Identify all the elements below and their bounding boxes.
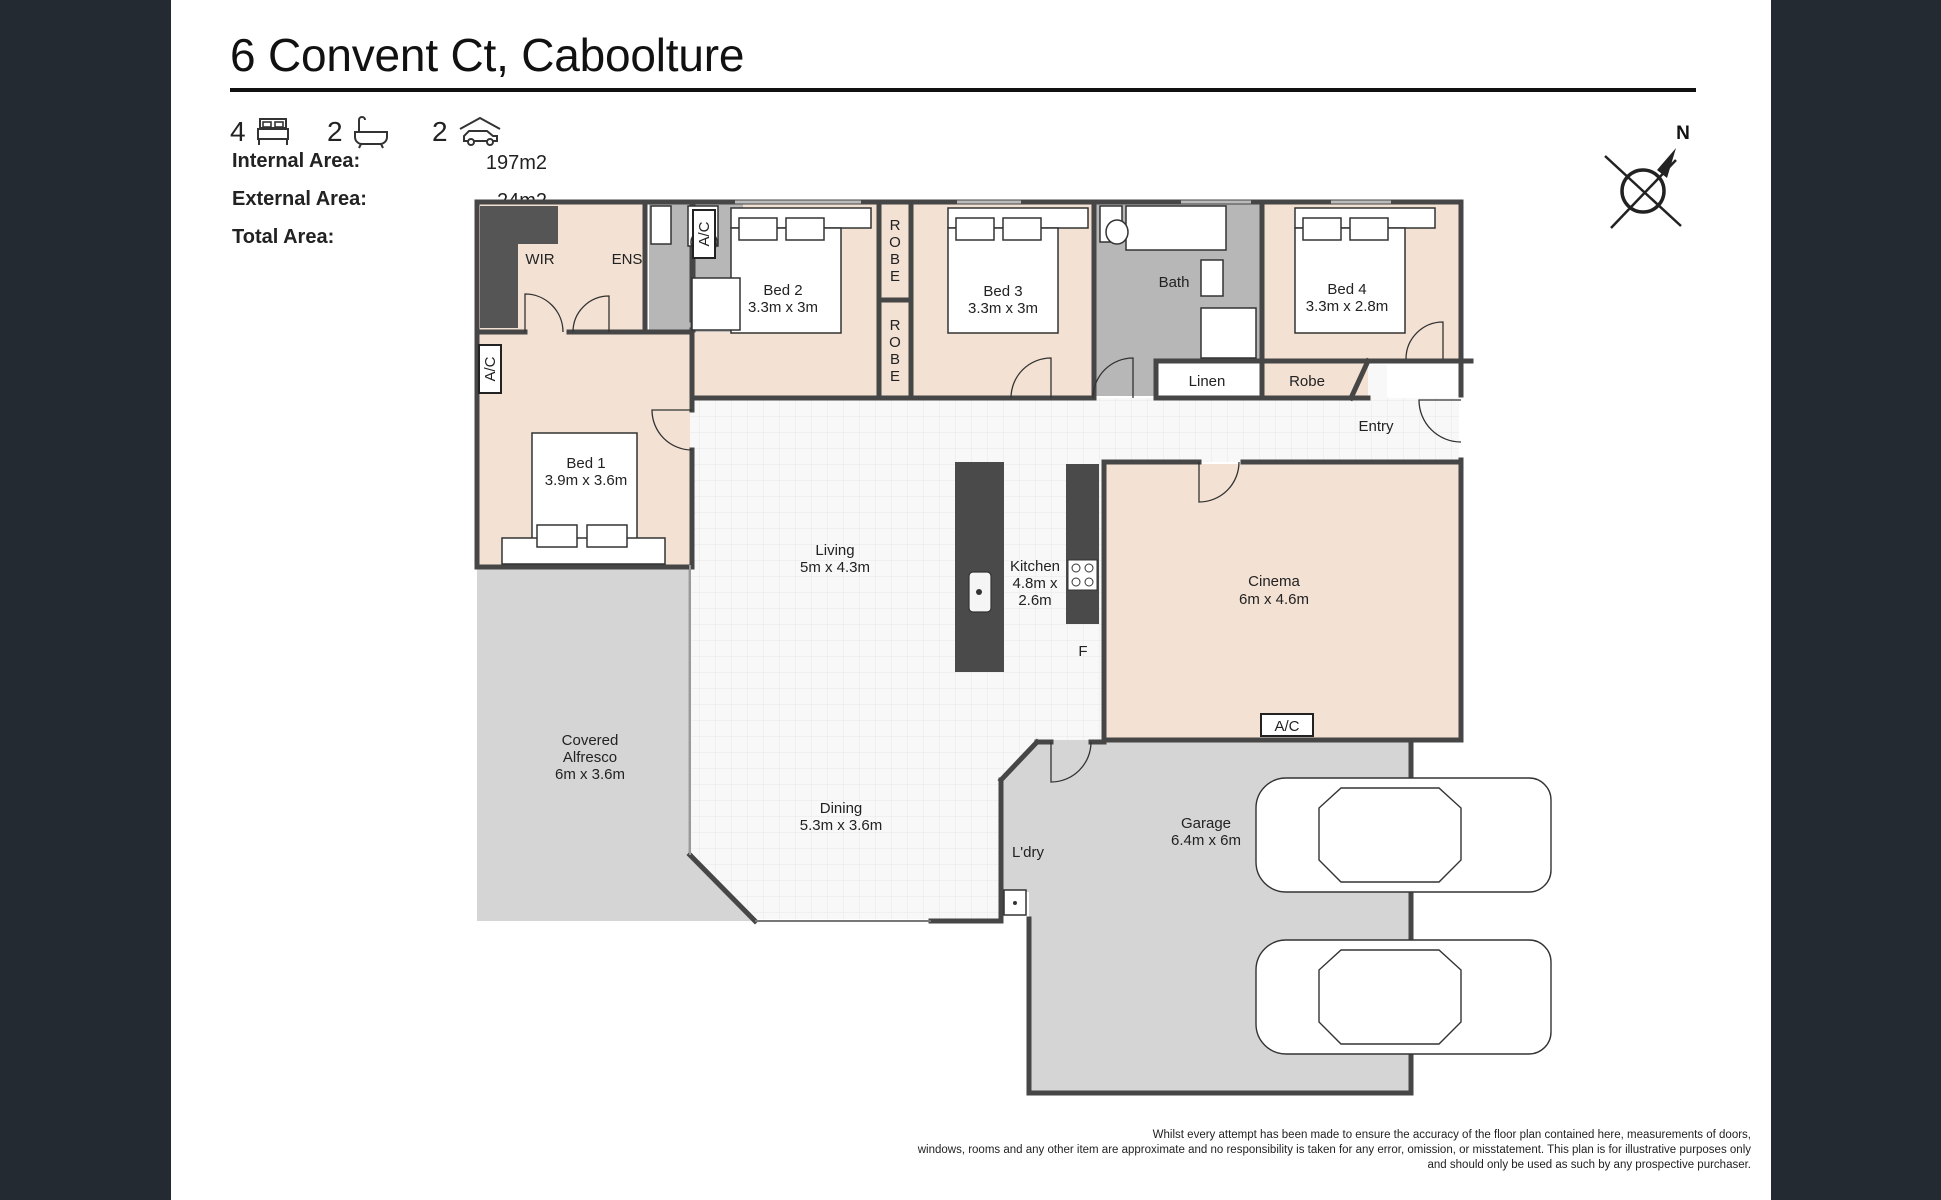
title-rule bbox=[230, 88, 1696, 92]
internal-area-label: Internal Area: bbox=[232, 150, 361, 172]
ac-unit-2: A/C bbox=[478, 344, 502, 394]
living-size: 5m x 4.3m bbox=[800, 559, 870, 576]
bed4-label: Bed 4 bbox=[1327, 281, 1366, 298]
bedroom-count: 4 bbox=[230, 112, 290, 152]
ens-label: ENS bbox=[612, 251, 643, 268]
bath-icon bbox=[353, 116, 388, 149]
bathroom-count-value: 2 bbox=[327, 116, 343, 147]
floor-plan-sheet: 6 Convent Ct, Caboolture 4 2 2 bbox=[171, 0, 1771, 1200]
garage-car-icon bbox=[459, 116, 501, 146]
cinema-size: 6m x 4.6m bbox=[1239, 591, 1309, 608]
dining-size: 5.3m x 3.6m bbox=[800, 817, 883, 834]
living-label: Living bbox=[815, 542, 854, 559]
internal-area-value: 197m2 bbox=[485, 152, 547, 174]
ac2-label: A/C bbox=[482, 356, 499, 381]
ac-unit-1: A/C bbox=[692, 209, 716, 259]
garage-label: Garage bbox=[1181, 815, 1231, 832]
garage-size: 6.4m x 6m bbox=[1171, 832, 1241, 849]
laundry-label: L'dry bbox=[1012, 844, 1045, 861]
floor-plan: N bbox=[474, 123, 1690, 1096]
page-title: 6 Convent Ct, Caboolture bbox=[230, 29, 745, 81]
disclaimer-line-1: Whilst every attempt has been made to en… bbox=[1152, 1129, 1751, 1141]
kitchen-island bbox=[955, 462, 1004, 672]
fridge-label: F bbox=[1078, 643, 1087, 660]
cinema-floor bbox=[1106, 464, 1459, 739]
compass-north-label: N bbox=[1676, 123, 1690, 144]
disclaimer: Whilst every attempt has been made to en… bbox=[731, 1128, 1751, 1173]
car-icon bbox=[1255, 777, 1552, 1055]
wir-label: WIR bbox=[525, 251, 554, 268]
kitchen-size-2: 2.6m bbox=[1018, 592, 1051, 609]
bed4-size: 3.3m x 2.8m bbox=[1306, 298, 1389, 315]
bed-icon bbox=[256, 118, 289, 145]
bed3-label: Bed 3 bbox=[983, 283, 1022, 300]
disclaimer-line-2: windows, rooms and any other item are ap… bbox=[917, 1144, 1751, 1156]
alfresco-size: 6m x 3.6m bbox=[555, 766, 625, 783]
garage-count: 2 bbox=[432, 112, 502, 152]
cinema-label: Cinema bbox=[1248, 573, 1300, 590]
kitchen-bench bbox=[1066, 464, 1099, 624]
living-dining-floor bbox=[690, 398, 1459, 919]
bed2-label: Bed 2 bbox=[763, 282, 802, 299]
garage-count-value: 2 bbox=[432, 116, 448, 147]
bath-label: Bath bbox=[1159, 274, 1190, 291]
total-area-label: Total Area: bbox=[232, 226, 335, 248]
ac3-label: A/C bbox=[1274, 718, 1299, 735]
bedroom-count-value: 4 bbox=[230, 116, 246, 147]
bathroom-count: 2 bbox=[327, 112, 389, 152]
robe3-label: Robe bbox=[1289, 373, 1325, 390]
dining-label: Dining bbox=[820, 800, 863, 817]
linen-label: Linen bbox=[1189, 373, 1226, 390]
compass-icon: N bbox=[1604, 123, 1690, 229]
disclaimer-line-3: and should only be used as such by any p… bbox=[1427, 1159, 1751, 1171]
alfresco-label-2: Alfresco bbox=[563, 749, 617, 766]
alfresco-floor bbox=[477, 567, 755, 921]
ac1-label: A/C bbox=[696, 221, 713, 246]
bed3-size: 3.3m x 3m bbox=[968, 300, 1038, 317]
entry-label: Entry bbox=[1358, 418, 1394, 435]
alfresco-label-1: Covered bbox=[562, 732, 619, 749]
bed2-size: 3.3m x 3m bbox=[748, 299, 818, 316]
ac-unit-3: A/C bbox=[1260, 713, 1314, 737]
kitchen-size-1: 4.8m x bbox=[1012, 575, 1058, 592]
external-area-label: External Area: bbox=[232, 188, 367, 210]
bed1-label: Bed 1 bbox=[566, 455, 605, 472]
kitchen-label: Kitchen bbox=[1010, 558, 1060, 575]
bed1-size: 3.9m x 3.6m bbox=[545, 472, 628, 489]
